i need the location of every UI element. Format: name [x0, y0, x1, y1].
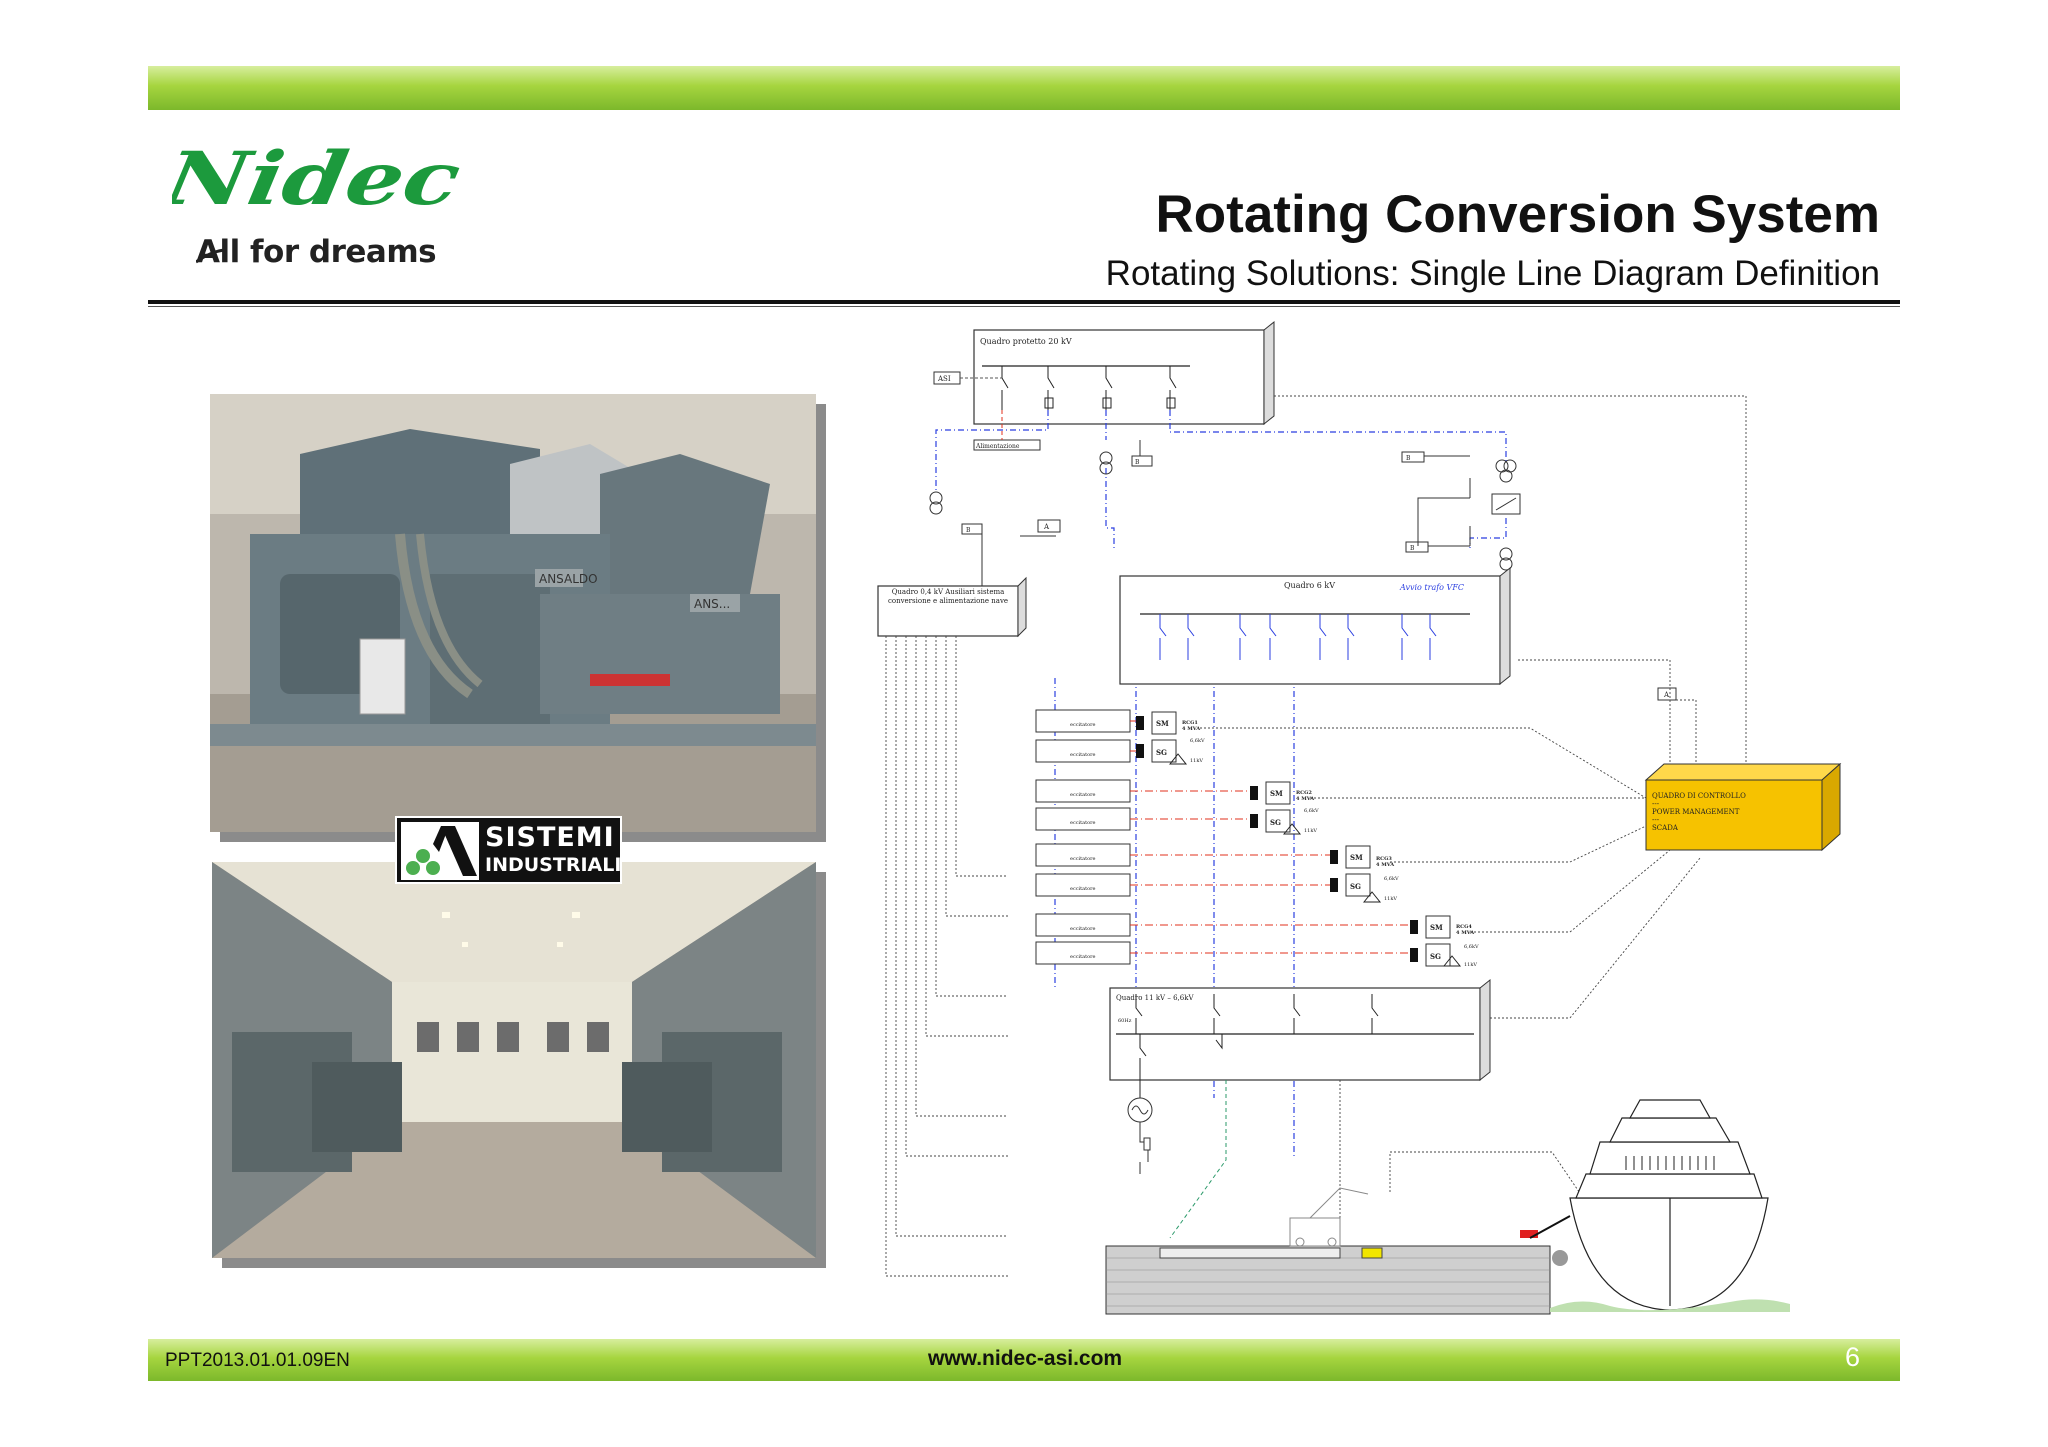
group-4-v1: 6,6kV	[1464, 944, 1479, 950]
website-link[interactable]: www.nidec-asi.com	[928, 1347, 1123, 1370]
group-2-name: RCG2	[1296, 790, 1312, 796]
switchboard-11kv-label: Quadro 11 kV – 6,6kV	[1116, 994, 1194, 1002]
group-2-v2: 11kV	[1304, 828, 1317, 834]
page-number: 6	[1845, 1342, 1861, 1372]
single-line-diagram: Quadro protetto 20 kV ASI Alimentazione …	[877, 320, 1842, 1315]
tag-a-1: A	[1043, 523, 1050, 531]
document-code: PPT2013.01.01.09EN	[165, 1350, 350, 1371]
group-4-v2: 11kV	[1464, 962, 1477, 968]
exciter-label: eccitatore	[1070, 856, 1096, 862]
tag-a-2: A	[1663, 691, 1670, 699]
rotating-group-4: eccitatore eccitatore SM SG RCG4 4 MVA 6…	[1035, 913, 1479, 968]
switchboard-6kv-label: Quadro 6 kV	[1284, 581, 1335, 590]
sg-label: SG	[1270, 818, 1281, 827]
footer-green-bar	[148, 1339, 1900, 1381]
rotating-group-3: eccitatore eccitatore SM SG RCG3 4 MVA 6…	[1035, 843, 1399, 903]
sm-label: SM	[1350, 853, 1363, 862]
control-box-line4: ---	[1652, 816, 1660, 824]
exciter-label: eccitatore	[1070, 886, 1096, 892]
group-2-v1: 6,6kV	[1304, 808, 1319, 814]
tag-distributor: Alimentazione	[975, 443, 1020, 450]
nidec-logo: Nidec	[172, 148, 466, 222]
control-box-line2: ---	[1652, 800, 1660, 808]
exciter-label: eccitatore	[1070, 820, 1096, 826]
frequency-label: 60Hz	[1118, 1018, 1132, 1024]
sistemi-industriali-logo: SISTEMI INDUSTRIALI	[395, 816, 622, 884]
switchboard-20kv-label: Quadro protetto 20 kV	[980, 337, 1072, 346]
tag-b-3: B	[1406, 455, 1411, 462]
page-title: Rotating Conversion System	[1155, 185, 1880, 244]
tag-b-2: B	[966, 527, 971, 534]
group-3-name: RCG3	[1376, 856, 1392, 862]
switchboard-20kv	[973, 329, 1265, 425]
group-1-v1: 6,6kV	[1190, 738, 1205, 744]
group-3-rating: 4 MVA	[1376, 862, 1394, 868]
header-green-bar	[148, 66, 1900, 110]
tag-asi: ASI	[937, 375, 951, 383]
page-subtitle: Rotating Solutions: Single Line Diagram …	[1105, 254, 1880, 293]
exciter-label: eccitatore	[1070, 926, 1096, 932]
tagline-swoosh-icon	[196, 248, 224, 264]
group-2-rating: 4 MVA	[1296, 796, 1314, 802]
group-4-rating: 4 MVA	[1456, 930, 1474, 936]
sistemi-logo-line1: SISTEMI	[485, 822, 615, 853]
nidec-logo-text: Nidec	[172, 148, 466, 222]
header-rule-thin	[148, 306, 1900, 307]
tag-b-1: B	[1135, 459, 1140, 466]
sg-label: SG	[1430, 952, 1441, 961]
sm-label: SM	[1430, 923, 1443, 932]
exciter-label: eccitatore	[1070, 954, 1096, 960]
ansaldo-plate: ANSALDO	[539, 572, 598, 586]
group-3-v1: 6,6kV	[1384, 876, 1399, 882]
group-1-v2: 11kV	[1190, 758, 1203, 764]
machine-hall-photo	[212, 862, 816, 1258]
group-3-v2: 11kV	[1384, 896, 1397, 902]
group-4-name: RCG4	[1456, 924, 1472, 930]
cable-crane-icon	[1289, 1187, 1369, 1247]
rotating-group-2: eccitatore eccitatore SM SG RCG2 4 MVA 6…	[1035, 779, 1319, 835]
rotating-group-1: eccitatore eccitatore SM SG RCG1 4 MVA 6…	[1035, 709, 1205, 765]
plug-icon	[1520, 1230, 1538, 1238]
control-box-line1: QUADRO DI CONTROLLO	[1652, 792, 1746, 800]
control-box-line5: SCADA	[1652, 824, 1679, 832]
exciter-label: eccitatore	[1070, 792, 1096, 798]
vfc-start-label: Avvio trafo VFC	[1399, 583, 1464, 592]
sistemi-logo-mark-icon	[401, 822, 479, 880]
group-1-name: RCG1	[1182, 720, 1198, 726]
switchboard-6kv	[1119, 575, 1501, 685]
switchboard-04kv-label: Quadro 0,4 kV Ausiliari sistema conversi…	[887, 588, 1009, 605]
group-1-rating: 4 MVA	[1182, 726, 1200, 732]
sm-label: SM	[1270, 789, 1283, 798]
sg-label: SG	[1350, 882, 1361, 891]
header-rule	[148, 300, 1900, 304]
logo-tagline: All for dreams	[196, 234, 437, 270]
control-box-line3: POWER MANAGEMENT	[1652, 808, 1740, 816]
tag-b-4: B	[1410, 545, 1415, 552]
exciter-label: eccitatore	[1070, 722, 1096, 728]
sg-label: SG	[1156, 748, 1167, 757]
exciter-label: eccitatore	[1070, 752, 1096, 758]
ansaldo-plate-2: ANS...	[694, 597, 730, 611]
ship-icon	[1569, 1099, 1769, 1311]
sm-label: SM	[1156, 719, 1169, 728]
machine-photo-top: ANSALDO ANS...	[210, 394, 816, 832]
sistemi-logo-line2: INDUSTRIALI	[485, 854, 622, 876]
